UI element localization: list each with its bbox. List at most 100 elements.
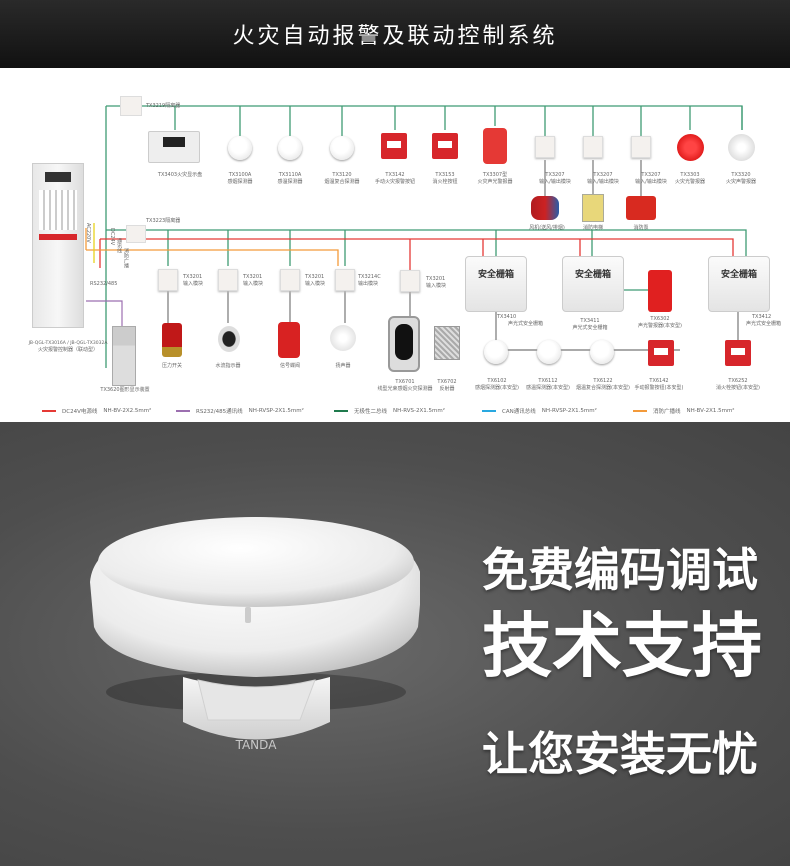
input-module-icon xyxy=(280,269,300,291)
controller-name: 火灾报警控制器（联动型） xyxy=(37,347,98,353)
legend-cable: NH-BV-2X1.5mm² xyxy=(686,408,735,414)
linked-device-label: 消防泵 xyxy=(633,225,649,231)
barrier-label: TX3412 xyxy=(752,314,772,320)
legend-cable: NH-RVSP-2X1.5mm² xyxy=(248,408,304,414)
is-device-label: 感温探测器(本安型) xyxy=(526,385,570,391)
slogan-line-1: 免费编码调试 xyxy=(482,543,758,597)
wiring xyxy=(85,105,747,368)
legend-name: DC24V电源线 xyxy=(62,409,98,415)
mid-isolator-label: TX3223隔离器 xyxy=(146,218,181,224)
is-device-label: 手动报警按钮(本安型) xyxy=(634,385,684,391)
fire-alarm-controller xyxy=(32,163,84,328)
field-device-label: 压力开关 xyxy=(161,363,182,369)
top-label: 输入/输出模块 xyxy=(539,179,571,185)
page-title: 火灾自动报警及联动控制系统 xyxy=(0,0,790,68)
is-combo-detector-icon xyxy=(590,340,614,364)
top-isolator-icon xyxy=(120,96,142,116)
field-device-label: 信号蝶阀 xyxy=(279,363,300,369)
is-sounder-label: TX6302 xyxy=(650,316,670,322)
top-label: TX3120 xyxy=(332,172,352,178)
dc-label: DC24V xyxy=(109,228,115,246)
beam-label: 线型光束感烟火灾探测器 xyxy=(377,386,433,392)
slogan-line-2: 技术支持 xyxy=(482,605,762,687)
field-device-label: 扬声器 xyxy=(335,363,351,369)
smoke-detector-icon xyxy=(228,136,252,160)
top-label: 火灾光警报器 xyxy=(674,179,705,185)
comm-label: 通讯线 xyxy=(116,238,122,253)
module-label: TX3201 xyxy=(426,276,446,282)
legend-name: 消防广播线 xyxy=(653,409,681,415)
rs-label: RS232/485 xyxy=(90,281,118,287)
field-device-label: 水流指示器 xyxy=(215,363,241,369)
is-sounder-label: 声光警报器(本安型) xyxy=(638,323,682,329)
system-diagram: TX3219隔离器 TX3223隔离器 JB-QGL-TX3016A / JB-… xyxy=(0,68,790,422)
legend-cable: NH-RVSP-2X1.5mm² xyxy=(541,408,597,414)
signal-valve-icon xyxy=(278,322,300,358)
elevator-icon xyxy=(582,194,604,222)
top-label: 火灾声光警报器 xyxy=(477,179,513,185)
fire-display-panel xyxy=(148,131,200,163)
io-module-icon xyxy=(583,136,603,158)
output-module-icon xyxy=(335,269,355,291)
is-device-label: 消火栓按钮(本安型) xyxy=(716,385,760,391)
module-label: 输入模块 xyxy=(183,281,204,287)
strobe-icon xyxy=(677,134,704,161)
safety-barrier-box: 安全栅箱 xyxy=(708,256,770,312)
hydrant-button-icon xyxy=(432,133,458,159)
top-label: TX3110A xyxy=(278,172,302,178)
input-module-icon xyxy=(218,269,238,291)
reflector-icon xyxy=(434,326,460,360)
module-label: 输出模块 xyxy=(358,281,379,287)
module-label: TX3201 xyxy=(183,274,203,280)
top-label: 手动火灾报警按钮 xyxy=(374,179,415,185)
linked-device-label: 风机(送风/排烟) xyxy=(529,225,565,231)
linked-device-label: 消防电梯 xyxy=(582,225,603,231)
top-label: 感烟探测器 xyxy=(227,179,253,185)
detector-product-image: TANDA xyxy=(90,517,420,752)
reflector-label: TX6702 xyxy=(437,379,457,385)
top-label: 输入/输出模块 xyxy=(635,179,667,185)
safety-barrier-box: 安全栅箱 xyxy=(465,256,527,312)
broadcast-label: 消防广播 xyxy=(123,248,129,268)
top-label: 感温探测器 xyxy=(277,179,303,185)
promo-section: TANDA 免费编码调试 技术支持 让您安装无忧 xyxy=(0,422,790,866)
flow-indicator-icon xyxy=(218,326,240,352)
is-device-label: TX6142 xyxy=(649,378,669,384)
top-label: TX3100A xyxy=(228,172,252,178)
is-smoke-detector-icon xyxy=(484,340,508,364)
is-device-label: TX6122 xyxy=(593,378,613,384)
top-label: TX3142 xyxy=(385,172,405,178)
beam-label: TX6701 xyxy=(395,379,415,385)
module-label: TX3201 xyxy=(305,274,325,280)
fire-pump-icon xyxy=(626,196,656,220)
module-label: TX3201 xyxy=(243,274,263,280)
module-label: 输入模块 xyxy=(305,281,326,287)
is-manual-button-icon xyxy=(648,340,674,366)
sounder-strobe-icon xyxy=(483,128,507,164)
slogan-line-3: 让您安装无忧 xyxy=(482,727,758,781)
speaker-icon xyxy=(330,325,356,351)
product-brand-text: TANDA xyxy=(235,738,278,752)
input-module-icon xyxy=(400,270,420,292)
beam-detector-icon xyxy=(388,316,420,372)
io-module-icon xyxy=(631,136,651,158)
top-label: 烟温复合探测器 xyxy=(324,179,360,185)
reflector-label: 反射器 xyxy=(439,386,455,392)
is-device-label: TX6102 xyxy=(487,378,507,384)
top-label: TX3207 xyxy=(545,172,565,178)
module-label: TX3214C xyxy=(358,274,381,280)
is-device-label: TX6252 xyxy=(728,378,748,384)
is-heat-detector-icon xyxy=(537,340,561,364)
input-module-icon xyxy=(158,269,178,291)
barrier-label: TX3410 xyxy=(497,314,517,320)
controller-model: JB-QGL-TX3016A / JB-QGL-TX3032A xyxy=(28,341,108,346)
module-label: 输入模块 xyxy=(426,283,447,289)
top-label: 消火栓按钮 xyxy=(432,179,458,185)
io-module-icon xyxy=(535,136,555,158)
combo-detector-icon xyxy=(330,136,354,160)
manual-call-point-icon xyxy=(381,133,407,159)
graphic-display-label: TX3620图形显示装置 xyxy=(100,387,150,393)
